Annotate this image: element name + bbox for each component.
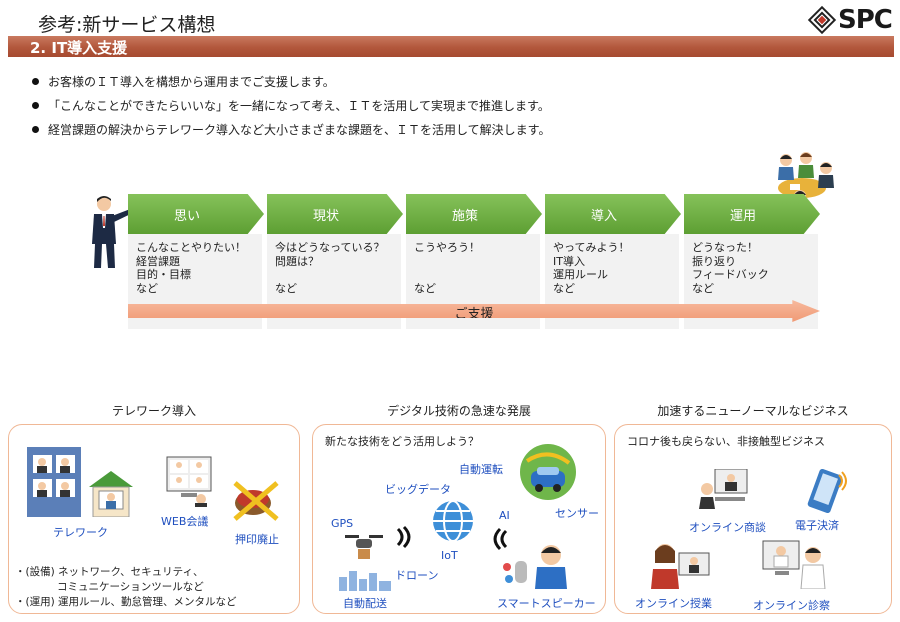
office-building-icon <box>27 447 81 517</box>
stage-text: どうなった！ 振り返り フィードバック など <box>692 241 769 295</box>
stage-text: こんなことやりたい！ 経営課題 目的・目標 など <box>136 241 246 295</box>
ai-label: AI <box>499 509 510 522</box>
telework-notes: ・(設備) ネットワーク、セキュリティ、 コミュニケーションツールなど ・(運用… <box>15 566 237 608</box>
web-meeting-label: WEB会議 <box>161 515 209 528</box>
bullet-item: 「こんなことができたらいいな」を一緒になって考え、ＩＴを活用して実現まで推進しま… <box>32 94 550 118</box>
spc-logo: SPC <box>806 4 894 36</box>
iot-label: IoT <box>441 549 458 562</box>
stage-text: やってみよう！ IT導入 運用ルール など <box>553 241 630 295</box>
auto-driving-label: 自動運転 <box>459 463 503 476</box>
meeting-team-illustration <box>778 152 834 202</box>
hanko-abolition-label: 押印廃止 <box>235 533 279 546</box>
stage-label: 現状 <box>312 209 339 224</box>
digital-lead-text: 新たな技術をどう活用しよう？ <box>325 435 479 448</box>
web-meeting-icon <box>166 456 212 507</box>
newnormal-lead-text: コロナ後も戻らない、非接触型ビジネス <box>627 435 825 448</box>
big-data-label: ビッグデータ <box>385 483 451 496</box>
drone-icon <box>345 535 383 559</box>
digital-panel-title: デジタル技術の急速な発展 <box>387 404 531 418</box>
stage-label: 導入 <box>590 209 617 224</box>
smart-speaker-user-icon <box>503 545 567 589</box>
city-skyline-icon <box>339 571 391 591</box>
e-payment-label: 電子決済 <box>795 519 839 532</box>
online-class-icon <box>651 544 710 589</box>
auto-delivery-label: 自動配送 <box>343 597 387 610</box>
sensor-label: センサー <box>555 507 599 520</box>
online-sales-label: オンライン商談 <box>689 521 766 534</box>
e-payment-phone-icon <box>807 469 847 514</box>
stage-arrow: 現状 <box>267 194 403 234</box>
telework-panel: テレワーク WEB会議 押印廃止 ・(設備) ネットワーク、セキュリティ、 コミ… <box>8 424 300 614</box>
stage-text: こうやろう！ など <box>414 241 480 295</box>
bullet-item: お客様のＩＴ導入を構想から運用までご支援します。 <box>32 70 550 94</box>
globe-network-icon <box>433 500 473 542</box>
logo-text: SPC <box>838 5 893 35</box>
digital-panel: 新たな技術をどう活用しよう？ 自動運転 ビッグデータ GPS AI センサー I… <box>312 424 606 614</box>
section-header-bar: 2. IT導入支援 <box>8 36 894 57</box>
drone-label: ドローン <box>395 569 439 582</box>
stage-arrow: 思い <box>128 194 264 234</box>
bullet-item: 経営課題の解決からテレワーク導入など大小さまざまな課題を、ＩＴを活用して解決しま… <box>32 118 550 142</box>
self-driving-car-icon <box>520 444 576 500</box>
gps-label: GPS <box>331 517 354 530</box>
stage-arrow: 施策 <box>406 194 542 234</box>
home-house-icon <box>89 471 133 517</box>
online-clinic-label: オンライン診察 <box>753 599 830 612</box>
stage-label: 思い <box>173 209 200 224</box>
section-title: 2. IT導入支援 <box>30 39 128 57</box>
page-title: 参考:新サービス構想 <box>38 14 216 36</box>
stage-text: 今はどうなっている？ 問題は？ など <box>275 241 385 295</box>
telework-panel-title: テレワーク導入 <box>111 404 196 418</box>
stage-arrow: 導入 <box>545 194 681 234</box>
online-clinic-icon <box>762 540 826 589</box>
process-flow: 思い こんなことやりたい！ 経営課題 目的・目標 など 現状 今はどうなっている… <box>128 194 820 329</box>
bullet-list: お客様のＩＴ導入を構想から運用までご支援します。 「こんなことができたらいいな」… <box>32 70 550 142</box>
signal-waves-icon <box>493 527 508 551</box>
stage-label: 施策 <box>451 209 478 224</box>
online-class-label: オンライン授業 <box>635 597 712 610</box>
newnormal-panel: コロナ後も戻らない、非接触型ビジネス オンライン商談 電子決済 オンライン授業 … <box>614 424 892 614</box>
stage-label: 運用 <box>729 209 756 224</box>
smart-speaker-label: スマートスピーカー <box>497 597 596 610</box>
newnormal-panel-title: 加速するニューノーマルなビジネス <box>657 404 849 418</box>
signal-waves-icon <box>396 525 411 549</box>
hanko-stamp-icon <box>233 481 279 521</box>
logo-diamond-icon <box>807 5 837 35</box>
online-sales-icon <box>699 469 748 509</box>
telework-label: テレワーク <box>53 526 108 539</box>
stage-arrow: 運用 <box>684 194 820 234</box>
